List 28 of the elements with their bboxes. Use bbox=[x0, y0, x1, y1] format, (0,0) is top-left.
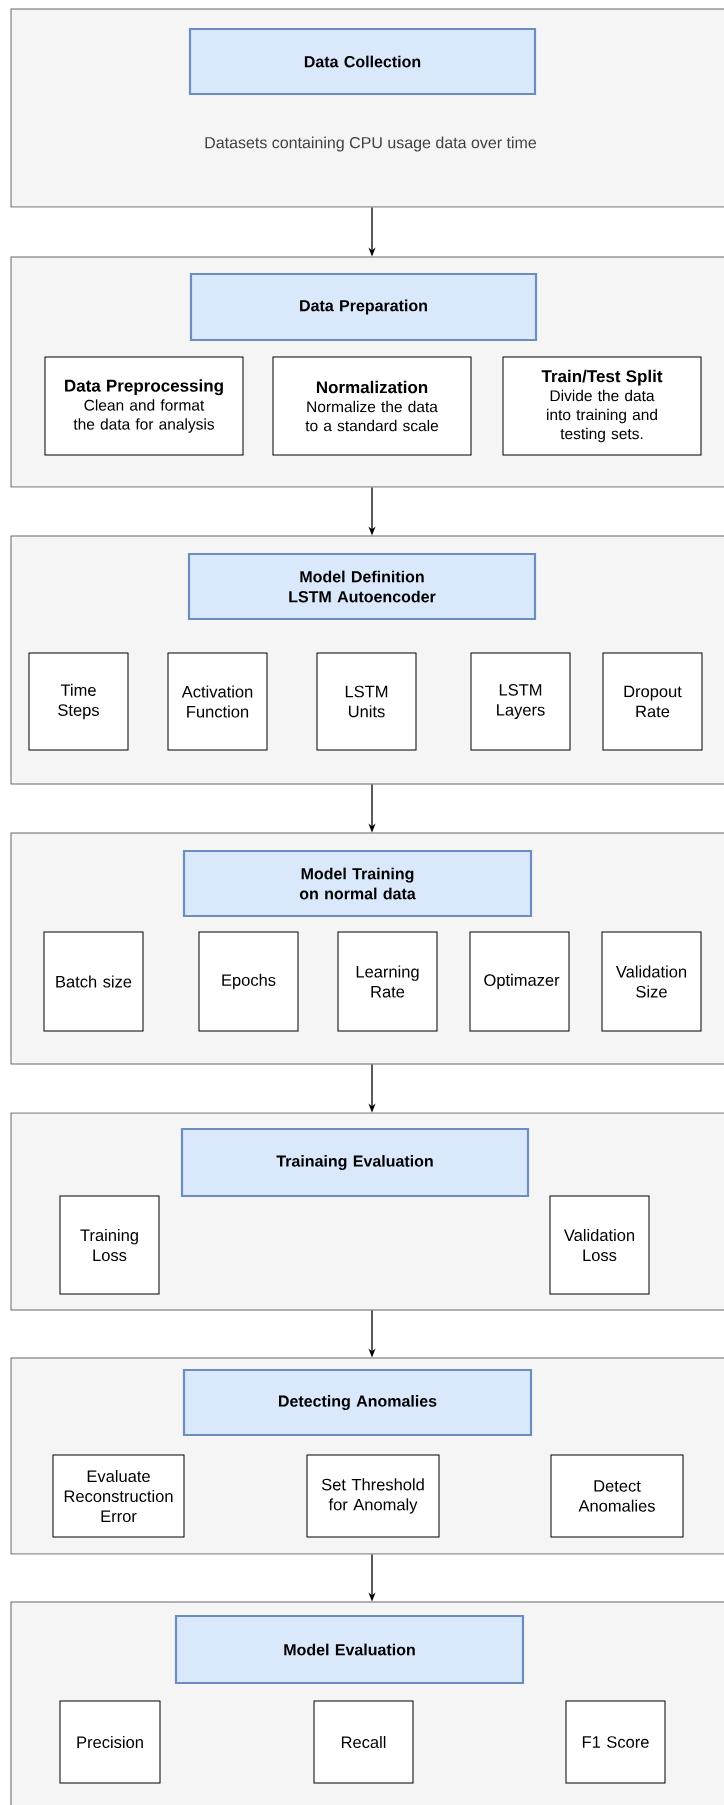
parameter-box: Evaluate Reconstruction Error bbox=[52, 1454, 185, 1538]
parameter-box: Optimazer bbox=[469, 931, 570, 1032]
parameter-box: Training Loss bbox=[59, 1195, 160, 1295]
title-box: Model Evaluation bbox=[174, 1614, 525, 1685]
parameter-box: Validation Loss bbox=[549, 1195, 650, 1295]
parameter-box: LSTM Units bbox=[316, 652, 417, 751]
parameter-box: Learning Rate bbox=[337, 931, 438, 1032]
title-box: Detecting Anomalies bbox=[182, 1368, 533, 1437]
parameter-box: Data Preprocessing Clean and format the data for analysis bbox=[44, 356, 244, 456]
parameter-box: Recall bbox=[313, 1700, 414, 1784]
parameter-box: Validation Size bbox=[601, 931, 702, 1032]
parameter-box: Train/Test Split Divide the data into training and testing sets. bbox=[502, 356, 702, 456]
parameter-box: Batch size bbox=[43, 931, 144, 1032]
parameter-box: LSTM Layers bbox=[470, 652, 571, 751]
parameter-box: Activation Function bbox=[167, 652, 268, 751]
parameter-box: Detect Anomalies bbox=[550, 1454, 684, 1538]
title-box: Data Collection bbox=[188, 27, 537, 96]
parameter-box: Time Steps bbox=[28, 652, 129, 751]
parameter-box: Epochs bbox=[198, 931, 299, 1032]
parameter-box: F1 Score bbox=[565, 1700, 666, 1784]
title-box: Model Definition LSTM Autoencoder bbox=[187, 552, 537, 621]
parameter-box: Normalization Normalize the data to a standard scale bbox=[272, 356, 472, 456]
title-box: Trainaing Evaluation bbox=[180, 1127, 530, 1198]
parameter-box: Dropout Rate bbox=[602, 652, 703, 751]
title-box: Model Training on normal data bbox=[182, 849, 533, 918]
title-box: Data Preparation bbox=[189, 272, 538, 342]
parameter-box: Set Threshold for Anomaly bbox=[306, 1454, 440, 1538]
parameter-box: Precision bbox=[59, 1700, 161, 1784]
